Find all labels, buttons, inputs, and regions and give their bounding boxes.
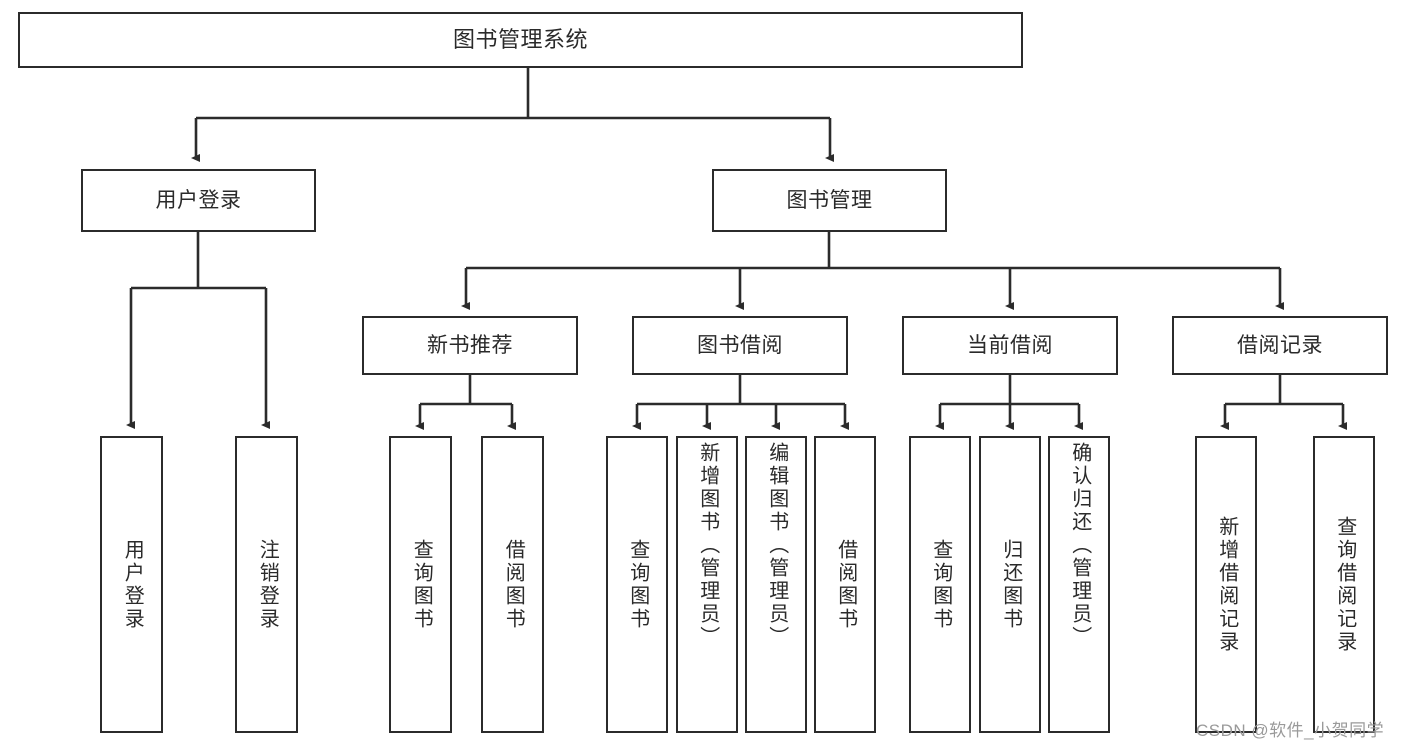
node-borrow-record[interactable]: 借阅记录	[1172, 316, 1388, 375]
node-leaf-borrow-book-1-label: 借阅图书	[502, 538, 525, 631]
node-leaf-edit-book-label: 编辑图书（管理员）	[765, 442, 788, 649]
node-leaf-return-book-label: 归还图书	[999, 538, 1022, 631]
node-new-book-recommend-label: 新书推荐	[427, 333, 513, 357]
node-leaf-add-record[interactable]: 新增借阅记录	[1195, 436, 1257, 733]
node-leaf-query-record-label: 查询借阅记录	[1333, 515, 1356, 654]
node-user-login[interactable]: 用户登录	[81, 169, 316, 232]
node-book-management-label: 图书管理	[786, 188, 873, 212]
node-leaf-query-record[interactable]: 查询借阅记录	[1313, 436, 1375, 733]
node-current-borrow-label: 当前借阅	[967, 333, 1053, 357]
node-leaf-add-book-label: 新增图书（管理员）	[696, 442, 719, 649]
node-leaf-borrow-book-2[interactable]: 借阅图书	[814, 436, 876, 733]
node-user-login-label: 用户登录	[155, 188, 242, 212]
node-leaf-query-book-3[interactable]: 查询图书	[909, 436, 971, 733]
node-root[interactable]: 图书管理系统	[18, 12, 1023, 68]
node-leaf-borrow-book-2-label: 借阅图书	[834, 538, 857, 631]
node-leaf-query-book-2[interactable]: 查询图书	[606, 436, 668, 733]
node-new-book-recommend[interactable]: 新书推荐	[362, 316, 578, 375]
node-leaf-query-book-3-label: 查询图书	[929, 538, 952, 631]
node-leaf-confirm-return-label: 确认归还（管理员）	[1068, 442, 1091, 649]
node-book-management[interactable]: 图书管理	[712, 169, 947, 232]
node-leaf-user-login[interactable]: 用户登录	[100, 436, 163, 733]
node-leaf-query-book-2-label: 查询图书	[626, 538, 649, 631]
node-leaf-logout-login[interactable]: 注销登录	[235, 436, 298, 733]
node-borrow-record-label: 借阅记录	[1237, 333, 1323, 357]
node-leaf-query-book-1-label: 查询图书	[410, 538, 433, 631]
node-current-borrow[interactable]: 当前借阅	[902, 316, 1118, 375]
node-leaf-return-book[interactable]: 归还图书	[979, 436, 1041, 733]
node-leaf-add-book[interactable]: 新增图书（管理员）	[676, 436, 738, 733]
node-leaf-add-record-label: 新增借阅记录	[1215, 515, 1238, 654]
node-leaf-user-login-label: 用户登录	[121, 538, 144, 631]
node-leaf-borrow-book-1[interactable]: 借阅图书	[481, 436, 544, 733]
node-book-borrow-label: 图书借阅	[697, 333, 783, 357]
node-leaf-logout-login-label: 注销登录	[256, 538, 279, 631]
node-leaf-confirm-return[interactable]: 确认归还（管理员）	[1048, 436, 1110, 733]
node-leaf-edit-book[interactable]: 编辑图书（管理员）	[745, 436, 807, 733]
node-leaf-query-book-1[interactable]: 查询图书	[389, 436, 452, 733]
node-book-borrow[interactable]: 图书借阅	[632, 316, 848, 375]
node-root-label: 图书管理系统	[452, 26, 588, 52]
csdn-watermark: CSDN @软件_小贺同学	[1196, 721, 1385, 740]
